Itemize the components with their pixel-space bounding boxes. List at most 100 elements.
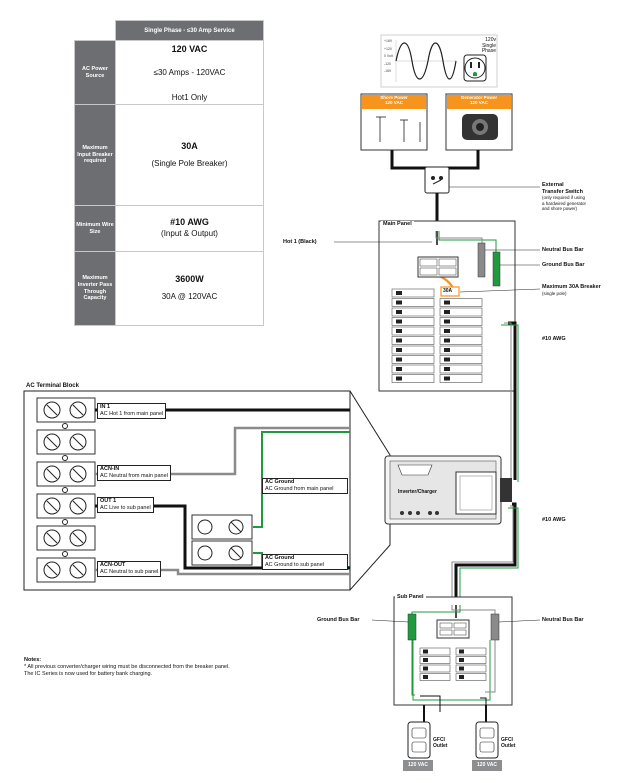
- outlet-caption-line: GFCI: [501, 737, 513, 743]
- hot1-label: Hot 1 (Black): [283, 239, 317, 245]
- transfer-switch-note: (only required if using: [542, 195, 586, 201]
- ground-out-desc: AC Ground to sub panel: [265, 561, 325, 568]
- terminal-screw-slot: [72, 436, 84, 448]
- main-breaker-slot: [391, 288, 435, 298]
- spec-wire-scope: (Input & Output): [161, 229, 218, 239]
- waveform-y-labels: +169 +120 0 Volt -120 -169: [384, 38, 393, 76]
- transfer-switch-icon: [424, 166, 450, 194]
- main-breaker-slot: [439, 336, 483, 345]
- sub-breaker-slot: [419, 656, 451, 664]
- waveform-y-label: -120: [384, 61, 392, 66]
- transfer-switch-note: a hardwired generator: [542, 200, 587, 206]
- main-breaker-toggle: [444, 329, 450, 333]
- outlet-caption-line: Outlet: [501, 742, 516, 749]
- spec-wire-gauge: #10 AWG: [170, 217, 209, 228]
- main-breaker-toggle: [396, 348, 402, 352]
- terminal-divider-hole: [62, 455, 68, 461]
- main-neutral-bus-label: Neutral Bus Bar: [542, 247, 584, 253]
- main-breaker-slot: [391, 355, 435, 364]
- main-breaker-toggle: [444, 357, 450, 362]
- spec-source-voltage: 120 VAC: [171, 44, 208, 54]
- main-30a-breaker: [440, 286, 460, 297]
- sub-breaker-toggle: [459, 675, 464, 679]
- main-breaker-30a-label: 30A: [443, 288, 453, 294]
- spec-table: Single Phase - ≤30 Amp Service AC Power …: [74, 20, 264, 326]
- main-breaker-toggle: [396, 376, 402, 381]
- notes-heading: Notes:: [24, 657, 42, 663]
- sub-breaker-toggle: [459, 666, 464, 671]
- terminal-label-acn-in: ACN-IN AC Neutral from main panel: [97, 465, 171, 481]
- outlet-left-caption: GFCI Outlet: [433, 737, 448, 750]
- main-breaker-toggle: [396, 300, 402, 305]
- max-breaker-note: (single pole): [542, 290, 567, 296]
- transfer-switch-note: and shore power): [542, 205, 578, 211]
- sub-top-breaker: [439, 629, 453, 636]
- ground-in-label: AC Ground AC Ground from main panel: [262, 478, 348, 494]
- inverter-label: Inverter/Charger: [398, 489, 437, 495]
- transfer-switch-label: External Transfer Switch (only required …: [542, 182, 586, 211]
- main-top-breaker: [419, 258, 438, 267]
- gfci-outlet-left-icon: [407, 721, 431, 759]
- shore-power-title: Shore Power: [380, 95, 408, 100]
- terminal-name: ACN-OUT: [100, 562, 126, 568]
- outlet-caption-line: Outlet: [433, 742, 448, 749]
- main-breaker-slot: [439, 317, 483, 326]
- sub-top-breaker: [439, 622, 453, 629]
- waveform-caption: 120v Single Phase: [468, 37, 496, 55]
- spec-source-amps: ≤30 Amps - 120VAC: [153, 68, 226, 77]
- main-breaker-slot: [391, 374, 435, 383]
- generator-power-title: Generator Power: [460, 95, 498, 100]
- main-breaker-toggle: [444, 367, 450, 371]
- sub-breaker-toggle: [423, 675, 428, 679]
- outlet-caption-line: GFCI: [433, 737, 445, 743]
- notes-text: * All previous converter/charger wiring …: [24, 664, 230, 678]
- main-neutral-bus-bar: [477, 242, 486, 278]
- main-breaker-slot: [439, 307, 483, 317]
- sub-panel-title: Sub Panel: [395, 594, 426, 600]
- main-breaker-toggle: [396, 338, 402, 343]
- main-breaker-toggle: [444, 348, 450, 352]
- spec-breaker-type: (Single Pole Breaker): [151, 158, 228, 168]
- main-breaker-toggle: [396, 329, 402, 333]
- main-breaker-slot: [439, 364, 483, 374]
- main-breaker-slot: [391, 326, 435, 336]
- main-breaker-slot: [391, 345, 435, 355]
- terminal-screw-slot: [72, 500, 84, 512]
- terminal-screw-slot: [46, 436, 58, 448]
- ground-in-desc: AC Ground from main panel: [265, 485, 334, 492]
- main-breaker-slot: [391, 317, 435, 326]
- sub-breaker-rows: [419, 622, 487, 681]
- gfci-outlet-right-icon: [475, 721, 499, 759]
- wire-label-lower: #10 AWG: [542, 517, 566, 523]
- terminal-label-out1: OUT 1 AC Live to sub panel: [97, 497, 154, 513]
- main-breaker-slot: [439, 374, 483, 383]
- spec-value-source: 120 VAC ≤30 Amps - 120VAC Hot1 Only: [115, 40, 264, 105]
- terminal-block-title: AC Terminal Block: [24, 383, 81, 389]
- sub-top-breaker: [453, 629, 467, 636]
- main-breaker-slot: [391, 307, 435, 317]
- sine-wave: [395, 42, 457, 80]
- sub-breaker-slot: [455, 673, 487, 681]
- spec-value-wire: #10 AWG (Input & Output): [115, 205, 264, 252]
- sub-breaker-toggle: [459, 658, 464, 662]
- main-breaker-slot: [391, 364, 435, 374]
- terminal-name: OUT 1: [100, 498, 117, 504]
- terminal-screw-slot: [46, 404, 58, 416]
- spec-value-capacity: 3600W 30A @ 120VAC: [115, 251, 264, 326]
- outlet-right-voltage-tag: 120 VAC: [472, 760, 502, 771]
- main-panel-title: Main Panel: [381, 221, 414, 227]
- main-breaker-toggle: [396, 357, 402, 362]
- waveform-card: [380, 34, 498, 88]
- generator-icon: [462, 114, 498, 140]
- waveform-y-label: -169: [384, 69, 392, 73]
- terminal-divider-hole: [62, 487, 68, 493]
- main-breaker-toggle: [396, 319, 402, 324]
- sub-breaker-slot: [419, 673, 451, 681]
- spec-label-breaker: Maximum Input Breaker required: [74, 104, 116, 206]
- terminal-screw-slot: [72, 564, 84, 576]
- max-breaker-title: Maximum 30A Breaker: [542, 284, 601, 290]
- spec-header: Single Phase - ≤30 Amp Service: [115, 20, 264, 41]
- terminal-label-acn-out: ACN-OUT AC Neutral to sub panel: [97, 561, 162, 577]
- main-breaker-toggle: [396, 367, 402, 371]
- waveform-y-label: +120: [384, 46, 392, 51]
